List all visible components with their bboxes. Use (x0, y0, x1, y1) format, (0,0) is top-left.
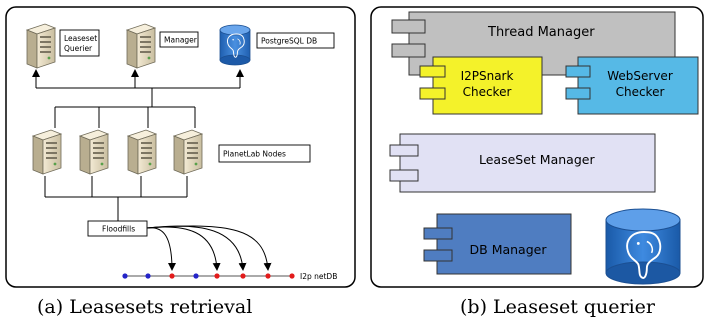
i2p-netdb-chain (122, 273, 295, 279)
leaseset-querier-label-line1: Leaseset (64, 34, 97, 43)
leaseset-manager-label: LeaseSet Manager (479, 152, 595, 167)
planetlab-node-1-icon (32, 129, 62, 175)
i2psnark-checker-label-line2: Checker (463, 85, 512, 99)
netdb-dot (289, 273, 295, 279)
netdb-dot (193, 273, 199, 279)
db-manager-component (423, 213, 572, 275)
caption-a: (a) Leasesets retrieval (37, 296, 253, 318)
webserver-checker-component (565, 56, 699, 115)
manager-label-box (159, 31, 199, 48)
webserver-checker-label-line2: Checker (616, 85, 665, 99)
planetlab-nodes-label-box (218, 144, 311, 163)
i2psnark-checker-component (419, 56, 543, 115)
netdb-dot (214, 273, 220, 279)
leaseset-manager-component (389, 133, 656, 193)
netdb-dot (145, 273, 151, 279)
postgresql-db-icon (219, 24, 251, 66)
planetlab-nodes-label: PlanetLab Nodes (223, 150, 286, 159)
netdb-dot (265, 273, 271, 279)
postgresql-db-label-box (256, 32, 335, 49)
floodfill-arrows (146, 225, 272, 271)
floodfills-label: Floodfills (102, 225, 135, 234)
db-manager-label: DB Manager (470, 242, 548, 257)
planetlab-node-2-icon (79, 129, 109, 175)
caption-b: (b) Leaseset querier (460, 296, 656, 318)
manager-server-icon (126, 23, 156, 69)
postgresql-database-icon (605, 208, 681, 285)
postgresql-db-label: PostgreSQL DB (261, 37, 317, 46)
planetlab-node-4-icon (173, 129, 203, 175)
top-connection-bus (32, 69, 244, 128)
leaseset-querier-server-icon (26, 23, 56, 69)
planetlab-node-3-icon (127, 129, 157, 175)
leaseset-querier-label-line2: Querier (64, 44, 93, 53)
thread-manager-label: Thread Manager (487, 25, 595, 40)
netdb-dot (169, 273, 175, 279)
netdb-label: I2p netDB (300, 272, 337, 281)
webserver-checker-label-line1: WebServer (607, 69, 673, 83)
netdb-dot (122, 273, 128, 279)
bottom-connection-bus (44, 176, 188, 221)
i2psnark-checker-label-line1: I2PSnark (461, 69, 514, 83)
leaseset-querier-label-box (59, 29, 100, 57)
netdb-dot (240, 273, 246, 279)
manager-label: Manager (164, 36, 198, 45)
floodfills-box (87, 220, 148, 237)
